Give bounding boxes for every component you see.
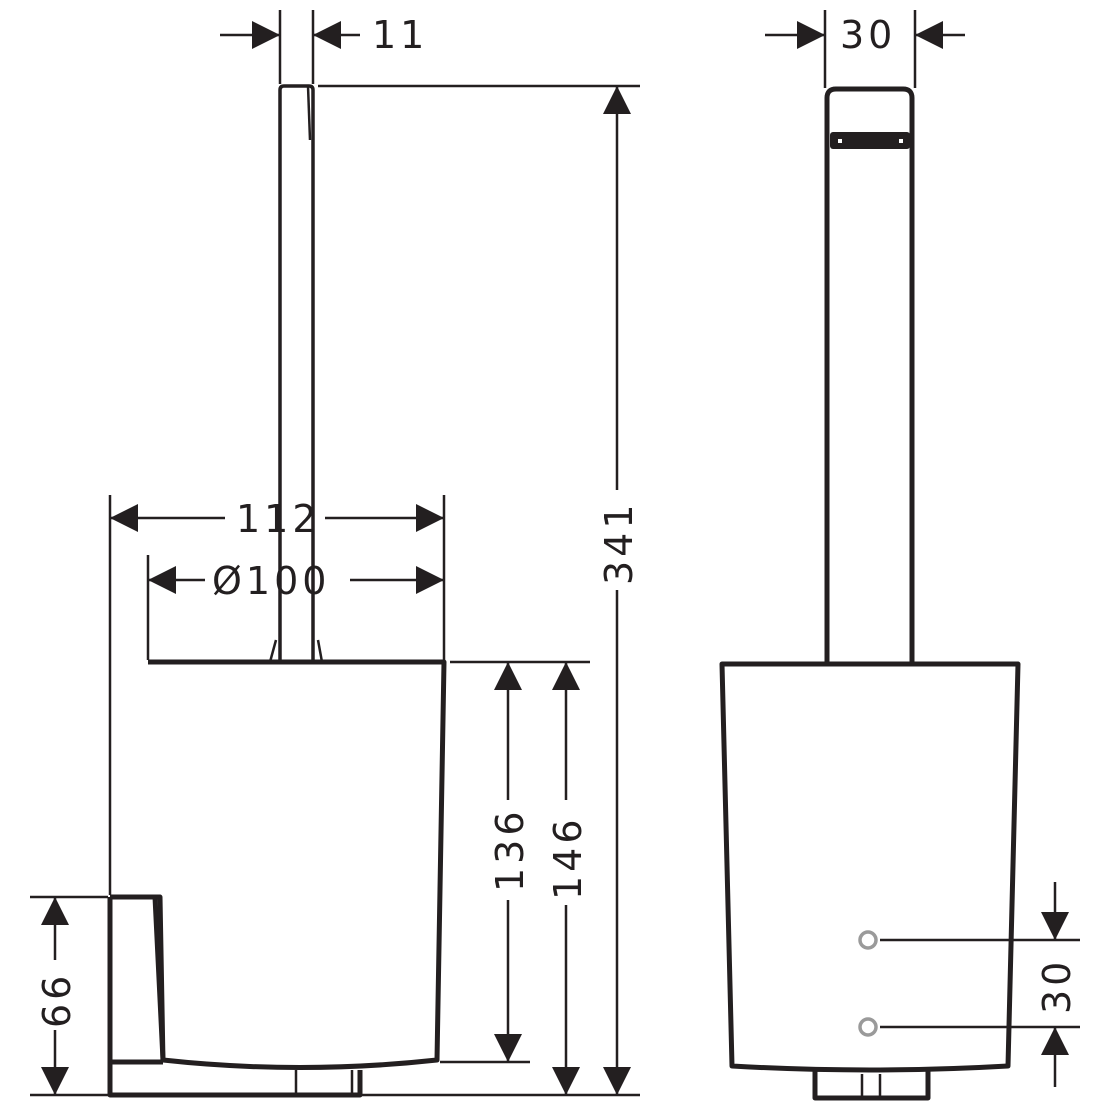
dimension-cup-total-height: 146 bbox=[546, 662, 590, 1095]
front-view: 11 341 112 Ø100 bbox=[30, 10, 641, 1098]
side-view: 30 30 bbox=[719, 10, 1080, 1101]
dimension-cup-diameter: Ø100 bbox=[146, 555, 444, 660]
mounting-hole-icon bbox=[858, 930, 878, 950]
mounting-hole-icon bbox=[858, 1017, 878, 1037]
dimension-total-height: 341 bbox=[318, 84, 641, 1097]
dimension-label: 112 bbox=[236, 497, 321, 541]
dimension-label: 66 bbox=[35, 972, 79, 1028]
dimension-label: 11 bbox=[372, 13, 428, 57]
cup-side bbox=[719, 661, 1021, 1101]
dimension-label: 146 bbox=[546, 815, 590, 900]
brush-handle bbox=[268, 84, 324, 663]
wall-bracket bbox=[107, 894, 363, 1098]
dimension-label: Ø100 bbox=[212, 559, 330, 603]
brush-handle-side bbox=[823, 10, 917, 662]
dimension-label: 136 bbox=[488, 807, 532, 892]
mounting-holes bbox=[858, 930, 1080, 1037]
dimension-hole-spacing: 30 bbox=[1035, 882, 1079, 1087]
handle-grip-bar bbox=[830, 132, 910, 149]
dimension-bracket-height: 66 bbox=[30, 895, 108, 1097]
dimension-label: 30 bbox=[840, 13, 896, 57]
dimension-handle-width: 11 bbox=[220, 10, 428, 84]
dimension-handle-depth: 30 bbox=[765, 13, 965, 57]
dimension-label: 341 bbox=[597, 500, 641, 585]
dimension-cup-height: 136 bbox=[440, 660, 590, 1064]
dimension-holder-width: 112 bbox=[108, 495, 446, 895]
dimension-label: 30 bbox=[1035, 958, 1079, 1014]
cup bbox=[148, 659, 447, 1070]
